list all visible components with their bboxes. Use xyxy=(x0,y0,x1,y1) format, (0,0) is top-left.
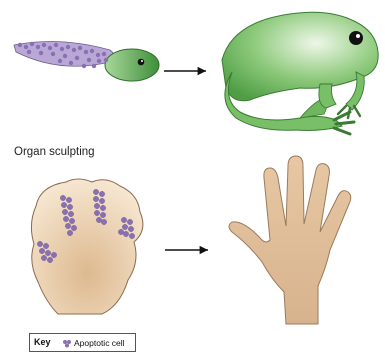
key-legend: Key Apoptotic cell xyxy=(29,333,136,352)
key-label: Apoptotic cell xyxy=(74,338,125,348)
tadpole-illustration xyxy=(14,41,159,81)
section-title: Organ sculpting xyxy=(14,146,95,158)
key-title: Key xyxy=(34,337,51,347)
embryonic-paw-illustration xyxy=(31,179,142,314)
hand-illustration xyxy=(229,156,351,324)
apoptotic-cell-icon xyxy=(62,339,72,348)
frog-illustration xyxy=(222,12,378,134)
